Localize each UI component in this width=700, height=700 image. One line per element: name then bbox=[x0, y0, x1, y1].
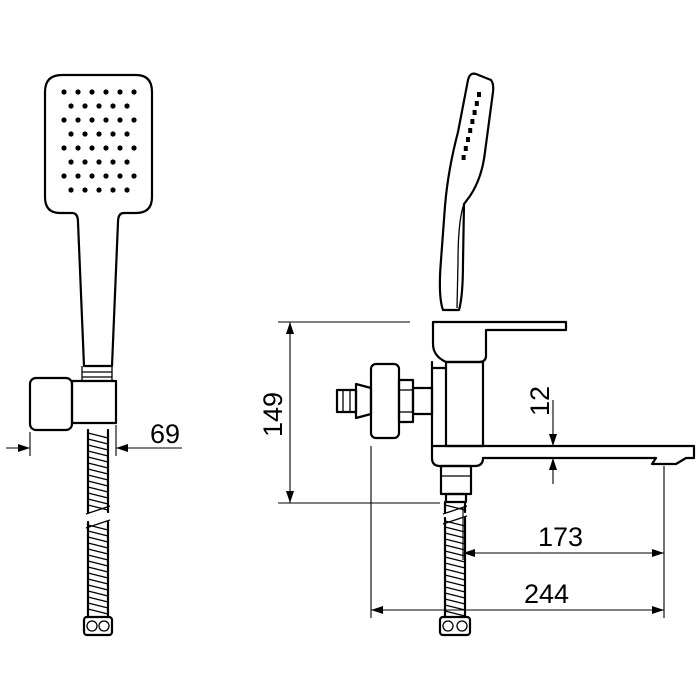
wall-holder bbox=[28, 366, 118, 432]
mixer-side-view: 149 12 173 244 bbox=[258, 72, 696, 637]
dimension-149: 149 bbox=[258, 321, 440, 504]
dimension-label-69: 69 bbox=[150, 419, 180, 449]
wall-connector bbox=[335, 362, 434, 440]
side-nozzle-marks bbox=[461, 92, 481, 160]
dimension-12: 12 bbox=[525, 386, 566, 484]
dimension-label-173: 173 bbox=[538, 522, 583, 552]
dimension-label-244: 244 bbox=[524, 579, 569, 609]
lever-handle bbox=[431, 320, 568, 364]
hose-outlet bbox=[439, 464, 473, 504]
dimension-244: 244 bbox=[370, 446, 664, 618]
mixer-body bbox=[430, 360, 485, 448]
hand-shower-side-profile bbox=[438, 72, 495, 312]
spout bbox=[430, 444, 696, 468]
hose-end-nut bbox=[82, 615, 114, 637]
dimension-label-149: 149 bbox=[258, 392, 288, 437]
shower-hose bbox=[85, 428, 111, 619]
hand-shower-front-view: 69 bbox=[6, 73, 182, 637]
dimension-69: 69 bbox=[6, 419, 182, 456]
outlet-hose bbox=[442, 500, 468, 619]
outlet-hose-nut bbox=[438, 615, 472, 637]
dimension-173: 173 bbox=[462, 466, 665, 618]
dimension-label-12: 12 bbox=[525, 386, 555, 416]
nozzle-holes bbox=[61, 89, 137, 193]
